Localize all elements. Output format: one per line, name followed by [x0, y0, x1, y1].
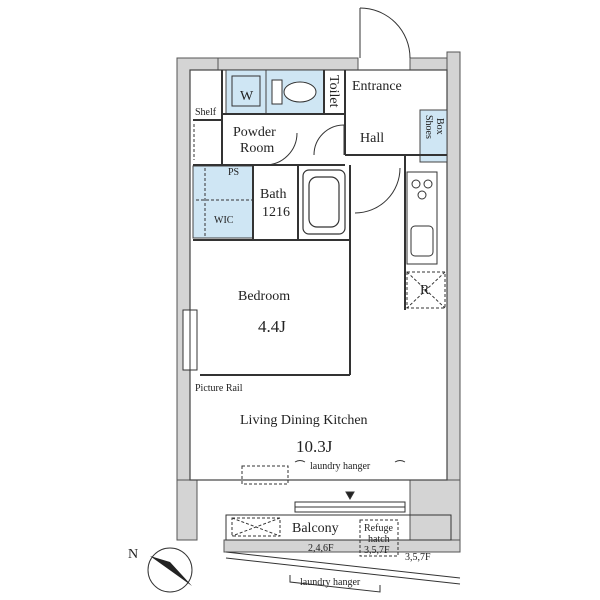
picture-rail-label: Picture Rail [195, 383, 243, 394]
bath-label: Bath [260, 187, 287, 202]
bath-size-label: 1216 [262, 205, 290, 220]
laundry-hanger-outer-label: laundry hanger [300, 577, 361, 588]
compass [147, 547, 193, 593]
bathtub [302, 169, 346, 235]
toilet-fixture [271, 79, 317, 105]
laundry-hanger-inner-label: laundry hanger [310, 461, 371, 472]
bedroom-label: Bedroom [238, 289, 291, 304]
refrigerator-label: R [420, 283, 430, 298]
shoes-box-area [419, 109, 448, 163]
doors [264, 7, 411, 214]
balcony-outline [225, 514, 461, 585]
hall-label: Hall [360, 131, 385, 146]
ldk-size-label: 10.3J [296, 437, 333, 456]
refuge-hatch-label-2: hatch [368, 534, 390, 545]
toilet-label: Toilet [326, 75, 341, 108]
entrance-label: Entrance [352, 79, 402, 94]
floors-left-label: 2,4,6F [308, 543, 334, 554]
shoes-box-label-2: Box [434, 118, 445, 135]
shelf-label: Shelf [195, 107, 217, 118]
refuge-hatch-label-1: Refuge [364, 523, 393, 534]
bedroom-size-label: 4.4J [258, 317, 286, 336]
kitchen [406, 171, 438, 265]
ldk-label: Living Dining Kitchen [240, 413, 368, 428]
hatch-floors-label: 3,5,7F [364, 545, 390, 556]
balcony-label: Balcony [292, 521, 339, 536]
north-label: N [128, 547, 139, 562]
powder-room-label-2: Room [240, 141, 275, 156]
floors-right-label: 3,5,7F [405, 552, 431, 563]
washer-fixture [231, 75, 261, 107]
washer-label: W [240, 89, 254, 104]
walls [176, 51, 461, 553]
refrigerator-space [406, 271, 446, 309]
wic-label: WIC [214, 215, 234, 226]
shoes-box-label-1: Shoes [423, 115, 434, 139]
powder-room-label-1: Powder [233, 125, 276, 140]
wic-area [192, 165, 254, 239]
ps-label: PS [228, 167, 240, 178]
windows [182, 309, 406, 513]
